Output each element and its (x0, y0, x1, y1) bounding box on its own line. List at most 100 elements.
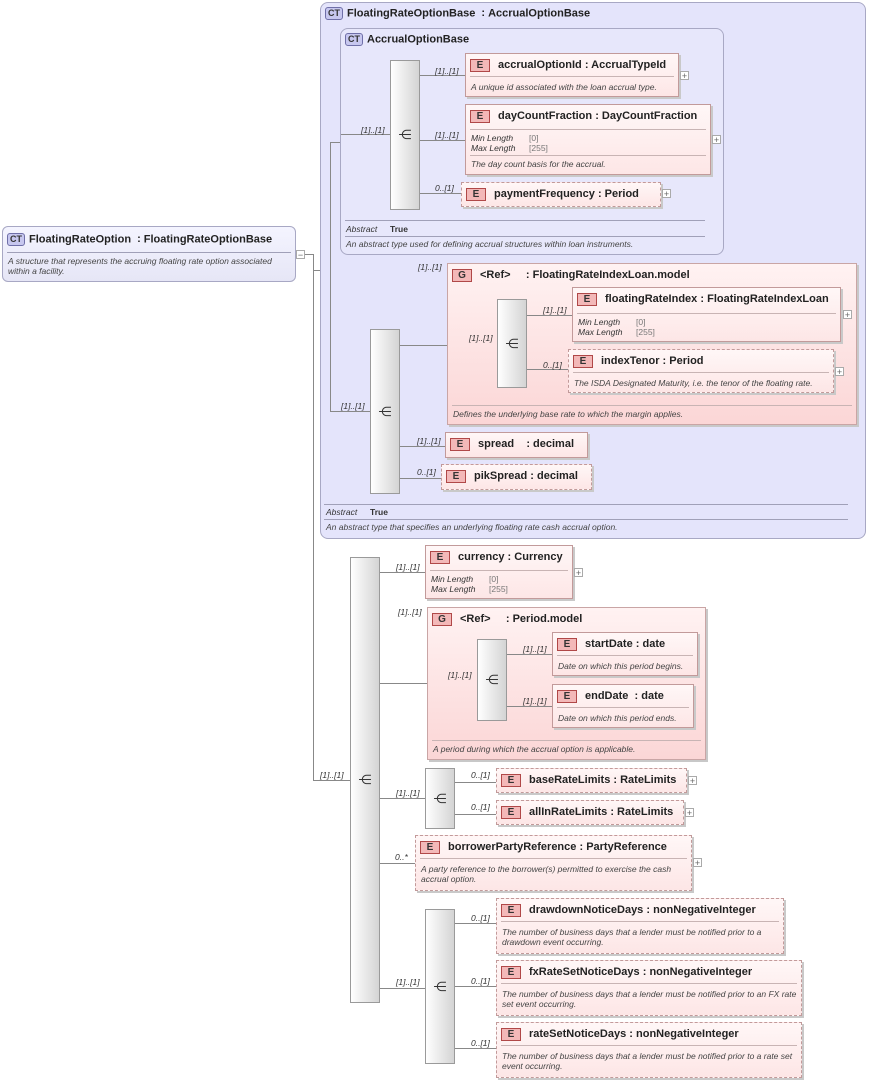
element-name: floatingRateIndex (605, 293, 698, 305)
element-badge: E (573, 355, 593, 368)
cardinality: 0..[1] (435, 183, 454, 193)
cardinality: [1]..[1] (469, 333, 493, 343)
element-name: allInRateLimits (529, 806, 608, 818)
divider (501, 983, 797, 984)
collapse-icon[interactable]: − (296, 250, 305, 260)
group-ref: <Ref> (460, 613, 491, 625)
expand-icon[interactable]: + (835, 367, 844, 377)
cardinality: [1]..[1] (417, 436, 441, 446)
element-spread[interactable]: E spread : decimal (445, 432, 588, 458)
group-label: <Ref> : FloatingRateIndexLoan.model (480, 269, 690, 281)
divider (345, 236, 705, 237)
separator: : (629, 1028, 633, 1040)
expand-icon[interactable]: + (688, 776, 697, 786)
sequence-compositor[interactable]: ⋲ (477, 639, 507, 721)
element-type: date (642, 638, 666, 650)
element-label: pikSpread : decimal (474, 470, 578, 482)
property-label: Min Length (471, 133, 514, 143)
element-all-in-rate-limits[interactable]: E allInRateLimits : RateLimits (496, 800, 684, 825)
separator: : (525, 269, 530, 281)
element-badge: E (430, 551, 450, 564)
expand-icon[interactable]: + (843, 310, 852, 320)
cardinality: [1]..[1] (448, 670, 472, 680)
divider (577, 313, 836, 314)
element-payment-frequency[interactable]: E paymentFrequency : Period (461, 182, 661, 207)
divider (501, 1045, 797, 1046)
connector (507, 654, 552, 655)
expand-icon[interactable]: + (680, 71, 689, 81)
element-drawdown-notice-days[interactable]: E drawdownNoticeDays : nonNegativeIntege… (496, 898, 784, 954)
divider (470, 129, 706, 130)
connector (455, 814, 496, 815)
abstract-value: True (390, 224, 408, 234)
connector (507, 706, 552, 707)
element-start-date[interactable]: E startDate : date Date on which this pe… (552, 632, 698, 676)
element-label: startDate : date (585, 638, 665, 650)
sequence-compositor[interactable]: ⋲ (370, 329, 400, 494)
cardinality: [1]..[1] (396, 788, 420, 798)
cardinality: 0..[1] (471, 770, 490, 780)
element-currency[interactable]: E currency : Currency Min Length [0] Max… (425, 545, 573, 599)
sequence-compositor[interactable]: ⋲ (390, 60, 420, 210)
sequence-compositor[interactable]: ⋲ (425, 768, 455, 829)
expand-icon[interactable]: + (693, 858, 702, 868)
element-type: date (641, 690, 664, 702)
element-badge: E (557, 690, 577, 703)
expand-icon[interactable]: + (712, 135, 721, 145)
element-rate-set-notice-days[interactable]: E rateSetNoticeDays : nonNegativeInteger… (496, 1022, 802, 1078)
element-type: RateLimits (620, 774, 677, 786)
separator: : (137, 233, 141, 246)
connector (455, 1048, 496, 1049)
expand-icon[interactable]: + (662, 189, 671, 199)
element-type: PartyReference (586, 841, 667, 853)
element-type: Period (604, 188, 639, 200)
cardinality: 0..[1] (417, 467, 436, 477)
abstract-value: True (370, 507, 388, 517)
element-accrual-option-id[interactable]: E accrualOptionId : AccrualTypeId A uniq… (465, 53, 679, 97)
element-doc: The day count basis for the accrual. (471, 159, 606, 169)
element-name: rateSetNoticeDays (529, 1028, 627, 1040)
element-end-date[interactable]: E endDate : date Date on which this peri… (552, 684, 694, 728)
complex-type-base-type: FloatingRateOptionBase (143, 233, 273, 246)
element-floating-rate-index[interactable]: E floatingRateIndex : FloatingRateIndexL… (572, 287, 841, 342)
separator: : (642, 966, 647, 978)
element-day-count-fraction[interactable]: E dayCountFraction : DayCountFraction Mi… (465, 104, 711, 175)
expand-icon[interactable]: + (574, 568, 583, 578)
element-base-rate-limits[interactable]: E baseRateLimits : RateLimits (496, 768, 687, 793)
element-name: pikSpread (474, 470, 528, 482)
connector (420, 75, 465, 76)
expand-icon[interactable]: + (685, 808, 694, 818)
group-doc: A period during which the accrual option… (433, 744, 636, 754)
property-label: Min Length (578, 317, 621, 327)
complex-type-name: FloatingRateOptionBase (347, 7, 476, 20)
cardinality: [1]..[1] (396, 562, 420, 572)
sequence-icon: ⋲ (378, 403, 392, 419)
property-value: [0] (489, 574, 499, 584)
element-badge: E (501, 774, 521, 787)
element-name: endDate (585, 690, 629, 702)
element-index-tenor[interactable]: E indexTenor : Period The ISDA Designate… (568, 349, 834, 393)
element-name: indexTenor (601, 355, 660, 367)
connector (313, 780, 350, 781)
element-name: drawdownNoticeDays (529, 904, 644, 916)
connector (330, 142, 341, 143)
sequence-compositor[interactable]: ⋲ (497, 299, 527, 388)
sequence-compositor[interactable]: ⋲ (425, 909, 455, 1064)
element-fx-rate-set-notice-days[interactable]: E fxRateSetNoticeDays : nonNegativeInteg… (496, 960, 802, 1016)
element-label: dayCountFraction : DayCountFraction (498, 110, 697, 122)
cardinality: [1]..[1] (398, 607, 422, 617)
element-name: dayCountFraction (498, 110, 593, 122)
cardinality: [1]..[1] (435, 66, 459, 76)
cardinality: [1]..[1] (361, 125, 385, 135)
connector (380, 863, 415, 864)
element-name: paymentFrequency (494, 188, 595, 200)
connector (380, 683, 427, 684)
separator: : (610, 806, 614, 818)
sequence-compositor[interactable]: ⋲ (350, 557, 380, 1003)
element-borrower-party-reference[interactable]: E borrowerPartyReference : PartyReferenc… (415, 835, 692, 891)
separator: : (505, 613, 510, 625)
element-label: indexTenor : Period (601, 355, 704, 367)
element-pik-spread[interactable]: E pikSpread : decimal (441, 464, 592, 490)
divider (557, 655, 693, 656)
